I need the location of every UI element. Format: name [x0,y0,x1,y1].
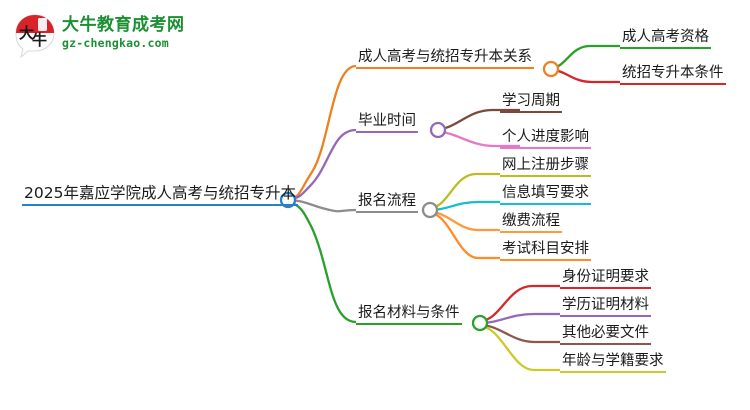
mindmap-leaf-node-2-1[interactable]: 信息填写要求 [500,186,591,205]
mindmap-branch-label-0: 成人高考与统招专升本关系 [358,49,532,65]
node-dot-branch-2 [421,201,439,219]
mindmap-leaf-node-3-0[interactable]: 身份证明要求 [560,270,651,289]
mindmap-leaf-node-2-0[interactable]: 网上注册步骤 [500,158,591,177]
mindmap-leaf-label-2-3: 考试科目安排 [502,241,589,257]
mindmap-branch-underline-3 [356,322,462,325]
mindmap-leaf-label-3-2: 其他必要文件 [562,325,649,341]
mindmap-leaf-underline-2-1 [500,202,591,205]
mindmap-branch-node-1[interactable]: 毕业时间 [356,114,418,133]
mindmap-leaf-label-3-3: 年龄与学籍要求 [562,353,664,369]
svg-text:大: 大 [19,24,34,42]
mindmap-branch-label-3: 报名材料与条件 [358,305,460,321]
node-dot-branch-3 [471,314,489,332]
mindmap-branch-node-3[interactable]: 报名材料与条件 [356,306,462,325]
mindmap-leaf-underline-3-0 [560,286,651,289]
daniu-speech-bubble-logo-icon: 大 牛 [12,12,58,59]
mindmap-leaf-underline-2-3 [500,258,591,261]
connector-branch-0-child-0 [550,44,620,70]
mindmap-branch-underline-0 [356,66,534,69]
mindmap-leaf-label-2-1: 信息填写要求 [502,185,589,201]
mindmap-leaf-label-3-1: 学历证明材料 [562,297,649,313]
mindmap-leaf-label-3-0: 身份证明要求 [562,269,649,285]
node-dot-branch-1 [429,121,447,139]
connector-branch-2-child-2 [429,210,500,232]
mindmap-leaf-underline-1-1 [500,146,591,149]
mindmap-leaf-underline-3-3 [560,370,666,373]
mindmap-leaf-node-3-1[interactable]: 学历证明材料 [560,298,651,317]
mindmap-branch-underline-2 [356,210,418,213]
connector-root-to-branch-1 [287,128,357,201]
mindmap-leaf-underline-0-1 [620,82,726,85]
connector-root-to-branch-2 [287,198,357,213]
mindmap-leaf-node-2-3[interactable]: 考试科目安排 [500,242,591,261]
connector-branch-3-child-2 [479,323,560,344]
mindmap-leaf-underline-1-0 [500,110,562,113]
mindmap-root-label: 2025年嘉应学院成人高考与统招专升本 [24,184,296,202]
mindmap-branch-label-2: 报名流程 [358,193,416,209]
mindmap-leaf-node-1-0[interactable]: 学习周期 [500,94,562,113]
mindmap-root-underline [22,203,298,206]
mindmap-leaf-label-0-0: 成人高考资格 [622,29,709,45]
mindmap-leaf-underline-0-0 [620,46,711,49]
mindmap-leaf-underline-2-2 [500,230,562,233]
mindmap-leaf-underline-3-2 [560,342,651,345]
mindmap-leaf-node-3-2[interactable]: 其他必要文件 [560,326,651,345]
mindmap-leaf-label-0-1: 统招专升本条件 [622,65,724,81]
mindmap-leaf-label-1-1: 个人进度影响 [502,129,589,145]
connector-branch-3-child-3 [479,324,560,372]
mindmap-leaf-underline-3-1 [560,314,651,317]
mindmap-branch-node-2[interactable]: 报名流程 [356,194,418,213]
connector-root-to-branch-3 [287,200,357,324]
logo-wordmark: 大牛教育成考网 gz-chengkao.com [62,14,202,51]
mindmap-leaf-label-2-0: 网上注册步骤 [502,157,589,173]
connector-root-to-branch-0 [287,64,357,201]
svg-text:牛: 牛 [32,31,47,49]
mindmap-leaf-label-1-0: 学习周期 [502,93,560,109]
site-logo: 大 牛 大牛教育成考网 gz-chengkao.com [12,10,202,62]
mindmap-root-node[interactable]: 2025年嘉应学院成人高考与统招专升本 [22,184,298,206]
logo-url: gz-chengkao.com [62,36,169,50]
mindmap-branch-underline-1 [356,130,418,133]
mindmap-leaf-node-0-0[interactable]: 成人高考资格 [620,30,711,49]
connector-branch-1-child-0 [437,108,520,131]
mindmap-leaf-underline-2-0 [500,174,591,177]
logo-title: 大牛教育成考网 [62,15,185,35]
mindmap-leaf-node-2-2[interactable]: 缴费流程 [500,214,562,233]
mindmap-leaf-node-0-1[interactable]: 统招专升本条件 [620,66,726,85]
node-dot-branch-0 [542,60,560,78]
mindmap-branch-label-1: 毕业时间 [358,113,416,129]
mindmap-branch-node-0[interactable]: 成人高考与统招专升本关系 [356,50,534,69]
connector-branch-2-child-3 [429,211,500,260]
mindmap-leaf-node-1-1[interactable]: 个人进度影响 [500,130,591,149]
mindmap-leaf-node-3-3[interactable]: 年龄与学籍要求 [560,354,666,373]
connector-branch-0-child-1 [550,68,620,84]
mindmap-leaf-label-2-2: 缴费流程 [502,213,560,229]
